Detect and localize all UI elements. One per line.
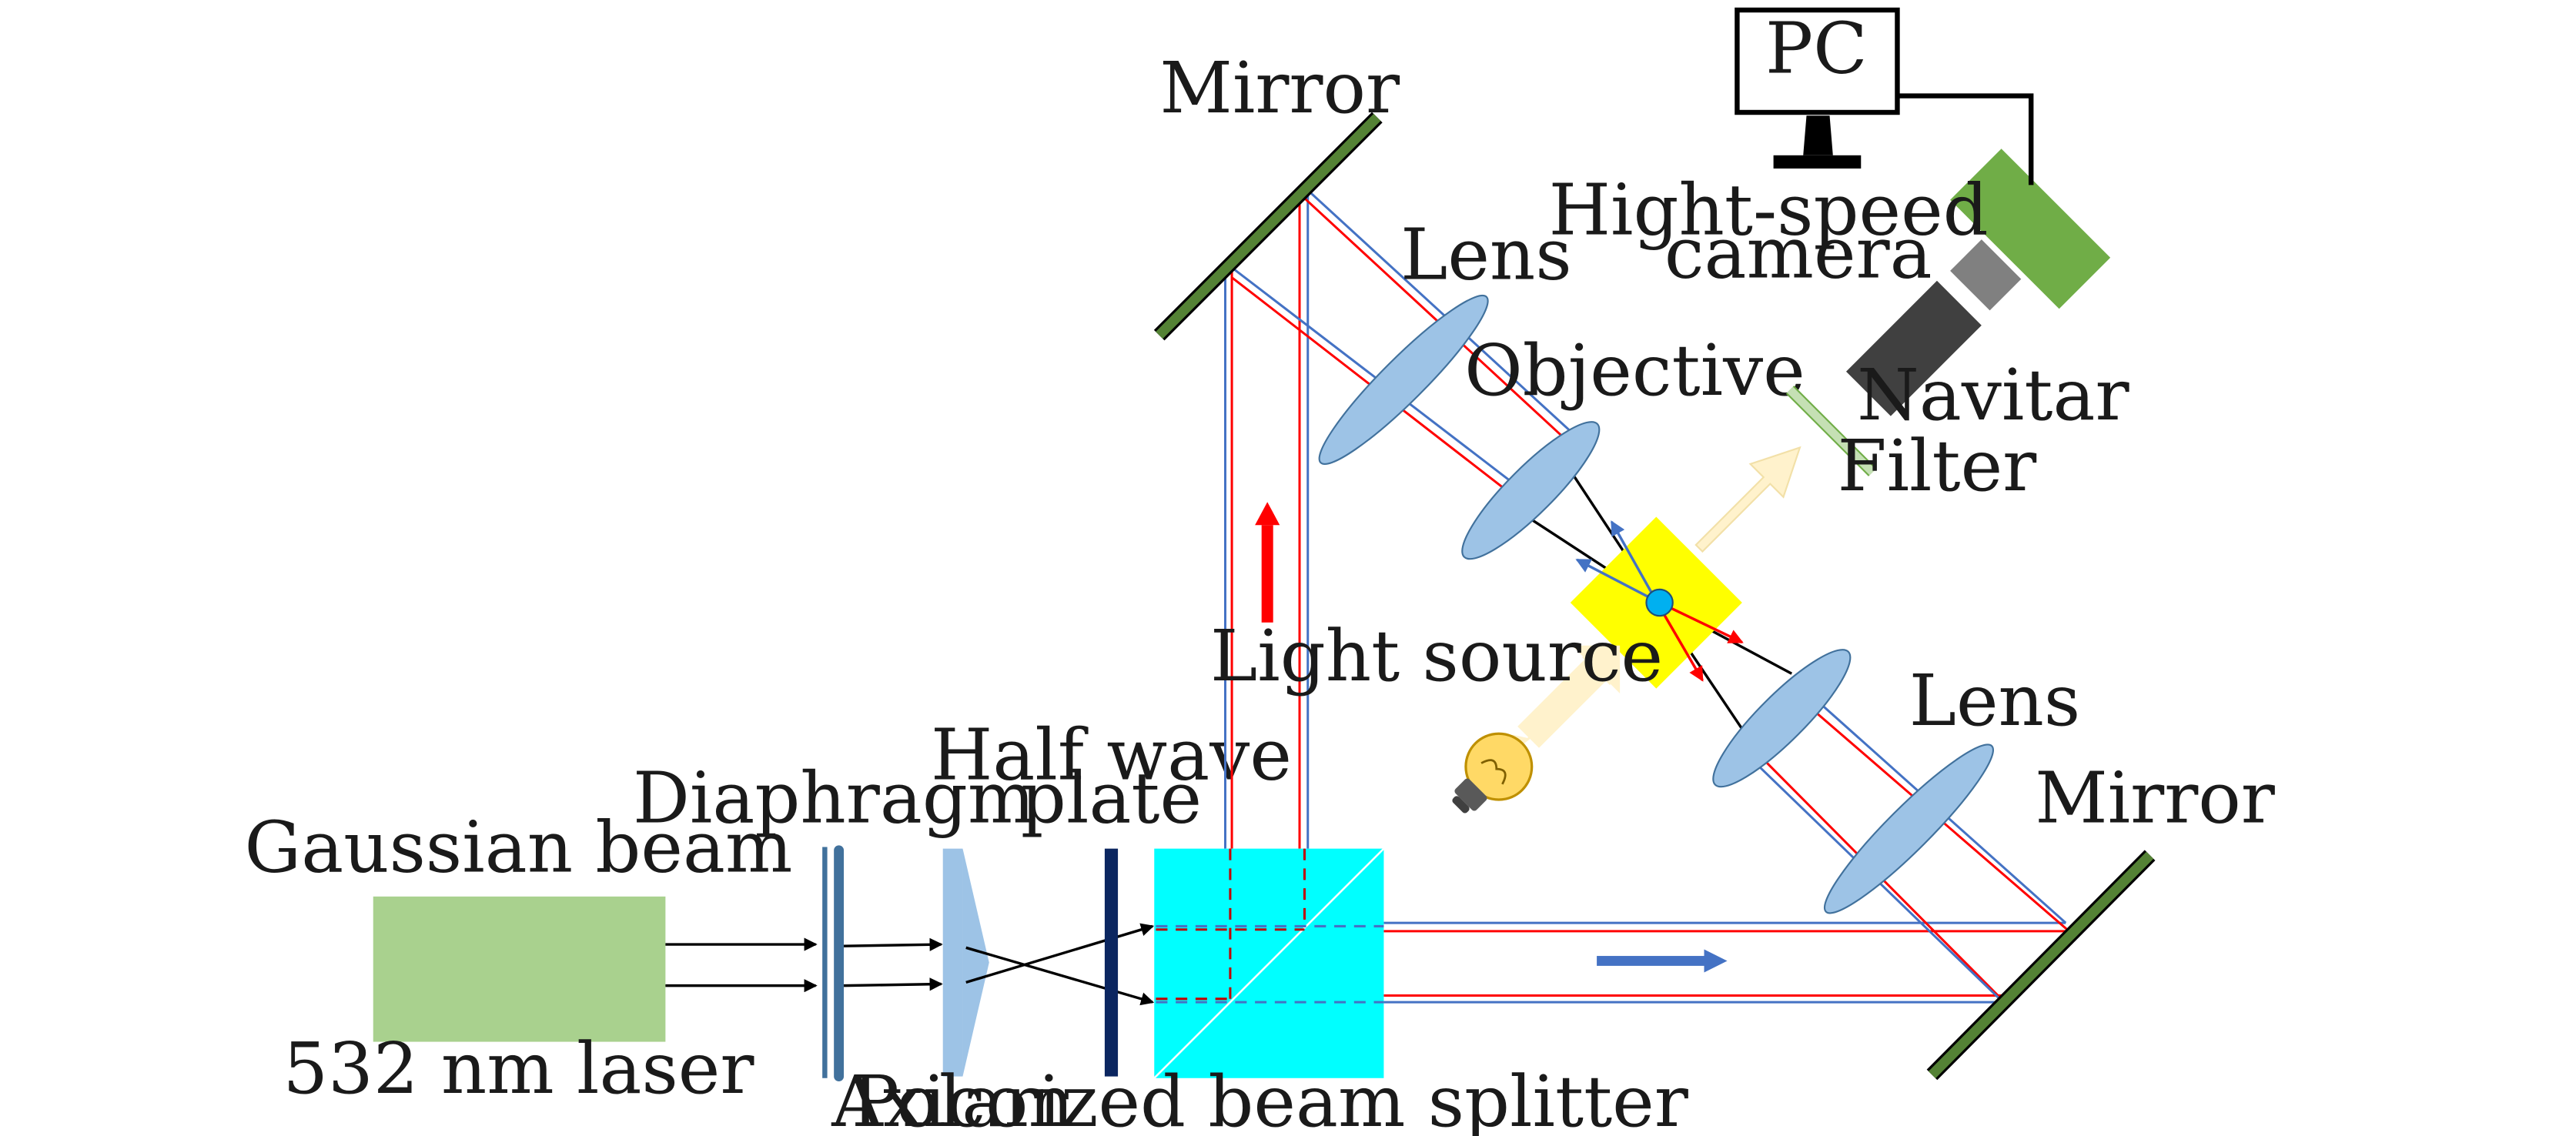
laser-label: 532 nm laser xyxy=(283,1027,755,1110)
input-rays xyxy=(665,937,818,993)
light-bulb-icon xyxy=(1452,732,1534,814)
filter-label: Filter xyxy=(1838,424,2038,507)
axicon-crossing-rays xyxy=(965,923,1155,1006)
mirror-right-label: Mirror xyxy=(2035,756,2276,839)
camera-adapter xyxy=(1950,239,2022,311)
diaphragm-axicon-rays xyxy=(844,937,943,991)
monitor-icon xyxy=(1735,7,1900,169)
lens-lower-inner xyxy=(1712,649,1852,788)
light-source-label: Light source xyxy=(1210,614,1663,697)
gaussian-beam-label: Gaussian beam xyxy=(245,806,793,889)
camera-label-line1: Hight-speed xyxy=(1549,169,1989,252)
half-wave-plate xyxy=(1104,848,1119,1077)
half-wave-label-line2: plate xyxy=(1021,756,1202,839)
filter-face xyxy=(1787,386,1876,476)
polarized-beam-splitter xyxy=(1153,847,1385,1079)
camera-label-line2: camera xyxy=(1664,212,1932,295)
camera-pc-cable xyxy=(1899,93,2034,185)
navitar-label: Navitar xyxy=(1857,353,2129,436)
red-up-arrow xyxy=(1255,502,1280,623)
navitar-lens-tube xyxy=(1845,280,1982,416)
pbs-label: Polarized beam splitter xyxy=(851,1060,1689,1136)
gaussian-laser-body xyxy=(373,896,666,1042)
objective-lens xyxy=(1461,421,1601,560)
diaphragm-label: Diaphragm xyxy=(633,756,1035,839)
high-speed-camera xyxy=(1950,149,2111,309)
objective-label: Objective xyxy=(1464,329,1805,412)
mirror-top xyxy=(1153,112,1383,341)
light-source-beam-arrow xyxy=(1517,645,1621,748)
imaging-light-arrow xyxy=(1694,446,1802,553)
trapped-particle xyxy=(1645,588,1674,617)
diaphragm xyxy=(822,845,845,1082)
mirror-top-label: Mirror xyxy=(1159,46,1400,129)
pc-label: PC xyxy=(1765,7,1868,90)
axicon-label: Axicon xyxy=(831,1060,1074,1136)
mirror-right xyxy=(1926,850,2156,1081)
blue-right-arrow xyxy=(1597,949,1728,973)
axicon xyxy=(942,848,989,1077)
lens-upper-label: Lens xyxy=(1400,213,1572,296)
lens-upper xyxy=(1318,294,1489,466)
lens-lower-outer xyxy=(1823,743,1995,914)
lens-lower-label: Lens xyxy=(1909,659,2081,742)
